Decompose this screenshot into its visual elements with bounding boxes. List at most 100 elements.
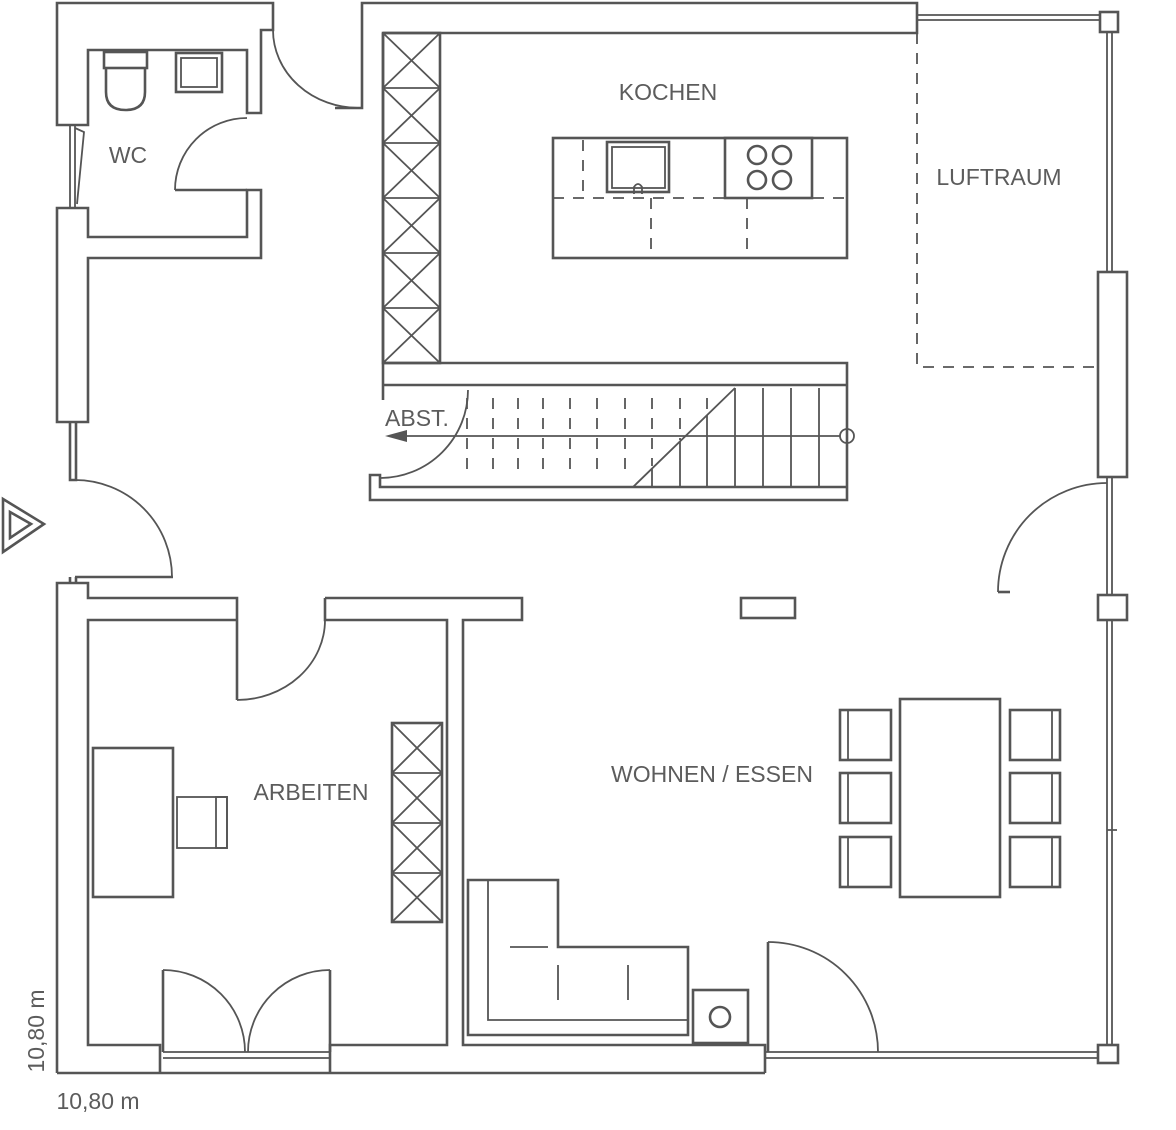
sofa-outline	[466, 878, 690, 1037]
label-luftraum: LUFTRAUM	[936, 164, 1061, 190]
room-labels: WC KOCHEN LUFTRAUM ABST. ARBEITEN WOHNEN…	[109, 79, 1062, 805]
door-swing-arc	[767, 941, 879, 1053]
wc-block-lower-wall	[55, 188, 263, 424]
chair-seat	[838, 771, 893, 825]
stove-flue	[708, 1005, 732, 1029]
living-furniture	[466, 697, 1062, 1045]
desk	[91, 746, 175, 899]
entrance-arrow-icon	[1, 496, 47, 555]
stair-steps	[651, 388, 820, 487]
chair-seat	[1008, 708, 1062, 762]
burner	[771, 144, 793, 166]
label-abst: ABST.	[385, 405, 449, 431]
terrace-door-right	[997, 482, 1108, 594]
hall-door-top	[272, 29, 360, 109]
entrance-arrow-outer	[1, 496, 47, 555]
wc-sink	[174, 51, 224, 94]
dimension-labels: 10,80 m 10,80 m	[23, 989, 140, 1114]
corner-post-top-right	[1098, 10, 1120, 34]
column	[739, 596, 797, 620]
desk-chair	[176, 796, 228, 849]
dining-chair	[838, 835, 893, 889]
door-swing-arc-right	[247, 969, 331, 1053]
office-door	[236, 619, 326, 701]
kitchen-sink	[605, 140, 671, 194]
entrance-door	[74, 479, 173, 579]
stair-steps-hidden	[466, 398, 708, 478]
shelving-dividers	[383, 87, 440, 309]
corner-post-bottom-right	[1096, 1043, 1120, 1065]
chair-seat	[838, 708, 893, 762]
label-kochen: KOCHEN	[619, 79, 717, 105]
sofa-cushion-lines	[510, 946, 629, 1000]
wc-window	[69, 125, 85, 208]
door-swing-arc-left	[162, 969, 246, 1053]
door-swing-arc	[174, 117, 248, 191]
chair-seat	[1008, 835, 1062, 889]
window-bottom-office	[163, 1051, 330, 1059]
window-top-right	[917, 14, 1100, 21]
window-bottom-living	[765, 1051, 1098, 1059]
dining-chair	[1008, 771, 1062, 825]
living-terrace-door	[766, 941, 879, 1053]
chair-seat	[1008, 771, 1062, 825]
windows	[69, 10, 1129, 1065]
shelf-crosses	[391, 722, 443, 923]
office-furniture	[91, 721, 444, 924]
corner-post-right-middle	[1096, 593, 1129, 622]
door-swing-arc	[997, 482, 1108, 593]
wc-fixtures	[102, 50, 224, 112]
toilet-bowl	[104, 68, 147, 112]
kitchen-shelving	[381, 31, 442, 365]
dining-chair	[838, 708, 893, 762]
cooktop	[723, 136, 814, 200]
door-swing-arc	[236, 619, 326, 701]
stair-start-circle	[839, 428, 855, 444]
label-wc: WC	[109, 142, 147, 168]
stove-body	[691, 988, 750, 1045]
window-right-lower	[1106, 620, 1117, 1045]
sofa-backrest	[487, 880, 688, 1021]
shelving-crosses	[382, 32, 441, 364]
exterior-pier	[1096, 270, 1129, 479]
office-shelf	[390, 721, 444, 924]
kitchen-island	[551, 136, 849, 260]
door-swing-arc	[272, 29, 360, 109]
burner	[746, 144, 768, 166]
chair-seat	[176, 796, 228, 849]
label-arbeiten: ARBEITEN	[253, 779, 368, 805]
stove	[691, 988, 750, 1045]
cooktop-outline	[723, 136, 814, 200]
chair-seat	[838, 835, 893, 889]
dining-chair	[1008, 708, 1062, 762]
burner	[771, 169, 793, 191]
sink-basin	[611, 146, 666, 189]
entrance-jamb-upper	[68, 422, 78, 482]
stair-direction-arrow-icon	[385, 430, 407, 442]
dining-chair	[838, 771, 893, 825]
toilet	[102, 50, 149, 112]
sofa	[466, 878, 690, 1037]
sink-outer	[174, 51, 224, 94]
walls	[55, 1, 919, 1075]
stair-cut-line	[632, 387, 736, 488]
entrance-arrow-inner	[8, 509, 34, 541]
chair-back	[215, 796, 228, 849]
label-wohnen-essen: WOHNEN / ESSEN	[611, 761, 813, 787]
staircase	[385, 387, 855, 488]
dimension-width: 10,80 m	[56, 1088, 139, 1114]
dining-chair	[1008, 835, 1062, 889]
toilet-tank	[102, 50, 149, 70]
doors	[74, 29, 1108, 1053]
dining-table	[898, 697, 1002, 899]
sink-outer	[605, 140, 671, 194]
shelf-dividers	[392, 772, 442, 874]
kitchen	[381, 31, 849, 365]
burner	[746, 169, 768, 191]
window-right-upper	[1106, 32, 1113, 272]
faucet	[633, 183, 643, 194]
office-block-wall	[55, 581, 767, 1075]
window-right-middle	[1106, 477, 1113, 595]
wc-block-upper-wall	[55, 1, 275, 127]
